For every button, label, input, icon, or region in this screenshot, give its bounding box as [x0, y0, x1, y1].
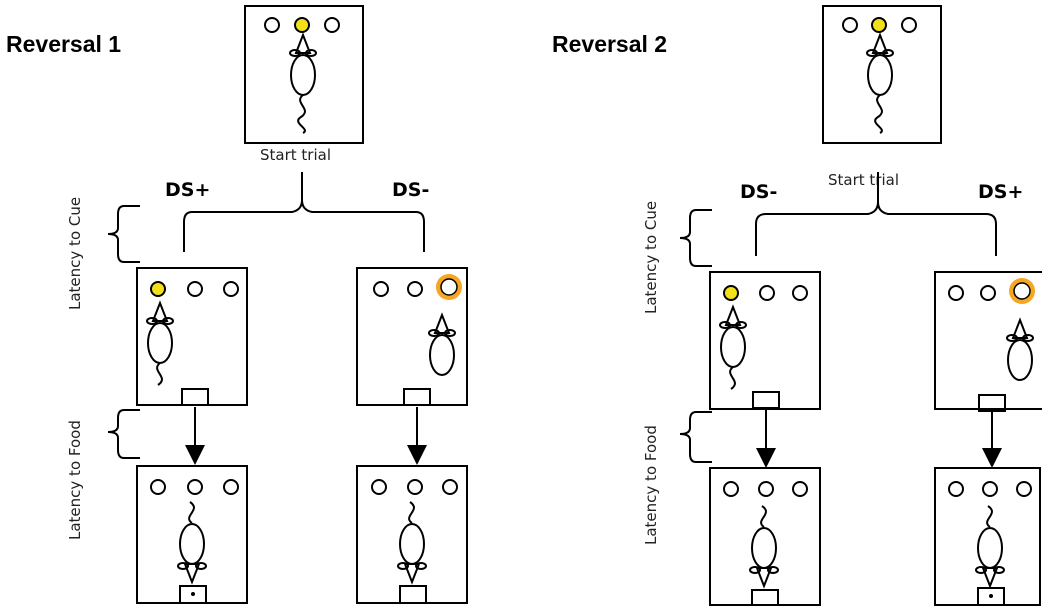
start-chamber — [245, 6, 363, 143]
mouse-icon — [290, 35, 316, 133]
mouse-icon — [1007, 320, 1033, 380]
mouse-icon — [867, 35, 893, 133]
chamber-cue-right — [935, 272, 1042, 411]
food-magazine-icon — [752, 590, 778, 605]
food-magazine-icon — [753, 392, 779, 408]
cue-light-icon — [793, 482, 807, 496]
latency-to-cue-label: Latency to Cue — [642, 201, 660, 314]
cue-light-icon — [949, 482, 963, 496]
start-chamber — [823, 6, 941, 143]
cue-light-icon — [760, 286, 774, 300]
sunburst-cue-icon — [436, 274, 463, 301]
cue-light-icon — [949, 286, 963, 300]
cue-light-icon — [983, 482, 997, 496]
chamber-food-left — [137, 466, 247, 603]
cue-light-icon — [1017, 482, 1031, 496]
start-trial-label: Start trial — [260, 146, 331, 164]
food-magazine-icon — [404, 389, 430, 405]
left-branch-label: DS+ — [165, 179, 210, 201]
chamber-cue-left — [710, 272, 820, 409]
cue-light-icon — [872, 18, 886, 32]
chamber-cue-left — [137, 268, 247, 405]
cue-light-icon — [372, 480, 386, 494]
mouse-icon — [720, 307, 746, 389]
cue-light-icon — [724, 286, 738, 300]
panel-title: Reversal 2 — [552, 31, 667, 57]
mouse-icon — [976, 506, 1004, 586]
mouse-icon — [398, 502, 426, 582]
start-trial-label: Start trial — [828, 171, 899, 189]
latency-to-food-label: Latency to Food — [642, 425, 660, 545]
latency-to-cue-bracket — [680, 210, 712, 266]
cue-light-icon — [981, 286, 995, 300]
cue-light-icon — [325, 18, 339, 32]
cue-light-icon — [188, 480, 202, 494]
branch-connector — [878, 202, 996, 256]
chamber-food-right — [357, 466, 467, 603]
latency-to-cue-label: Latency to Cue — [66, 197, 84, 310]
cue-light-icon — [224, 480, 238, 494]
cue-light-icon — [902, 18, 916, 32]
mouse-icon — [429, 315, 455, 375]
cue-light-icon — [724, 482, 738, 496]
cue-light-icon — [759, 482, 773, 496]
cue-light-icon — [151, 282, 165, 296]
cue-light-icon — [408, 480, 422, 494]
latency-to-food-label: Latency to Food — [66, 420, 84, 540]
panel-title: Reversal 1 — [6, 31, 121, 57]
cue-light-icon — [843, 18, 857, 32]
mouse-icon — [147, 303, 173, 385]
chamber-cue-right — [357, 268, 467, 405]
food-magazine-icon — [400, 586, 426, 603]
latency-to-food-bracket — [680, 412, 712, 462]
mouse-icon — [750, 506, 778, 586]
latency-to-cue-bracket — [108, 206, 140, 262]
latency-to-food-bracket — [108, 410, 140, 458]
food-magazine-icon — [182, 389, 208, 405]
right-branch-label: DS+ — [978, 181, 1023, 203]
cue-light-icon — [793, 286, 807, 300]
branch-connector — [302, 200, 424, 252]
sunburst-cue-icon — [1009, 278, 1036, 305]
panel-reversal-1: Reversal 1 Start trial DS+ DS- Latency t… — [6, 6, 467, 603]
cue-light-icon — [188, 282, 202, 296]
cue-light-icon — [408, 282, 422, 296]
cue-light-icon — [443, 480, 457, 494]
left-branch-label: DS- — [740, 181, 777, 203]
cue-light-icon — [151, 480, 165, 494]
cue-light-icon — [265, 18, 279, 32]
chamber-food-right — [935, 468, 1040, 605]
right-branch-label: DS- — [392, 179, 429, 201]
panel-reversal-2: Reversal 2 Start trial DS- DS+ Latency t… — [552, 6, 1042, 605]
cue-light-icon — [374, 282, 388, 296]
mouse-icon — [178, 502, 206, 582]
cue-light-icon — [295, 18, 309, 32]
cue-light-icon — [224, 282, 238, 296]
chamber-food-left — [710, 468, 820, 605]
